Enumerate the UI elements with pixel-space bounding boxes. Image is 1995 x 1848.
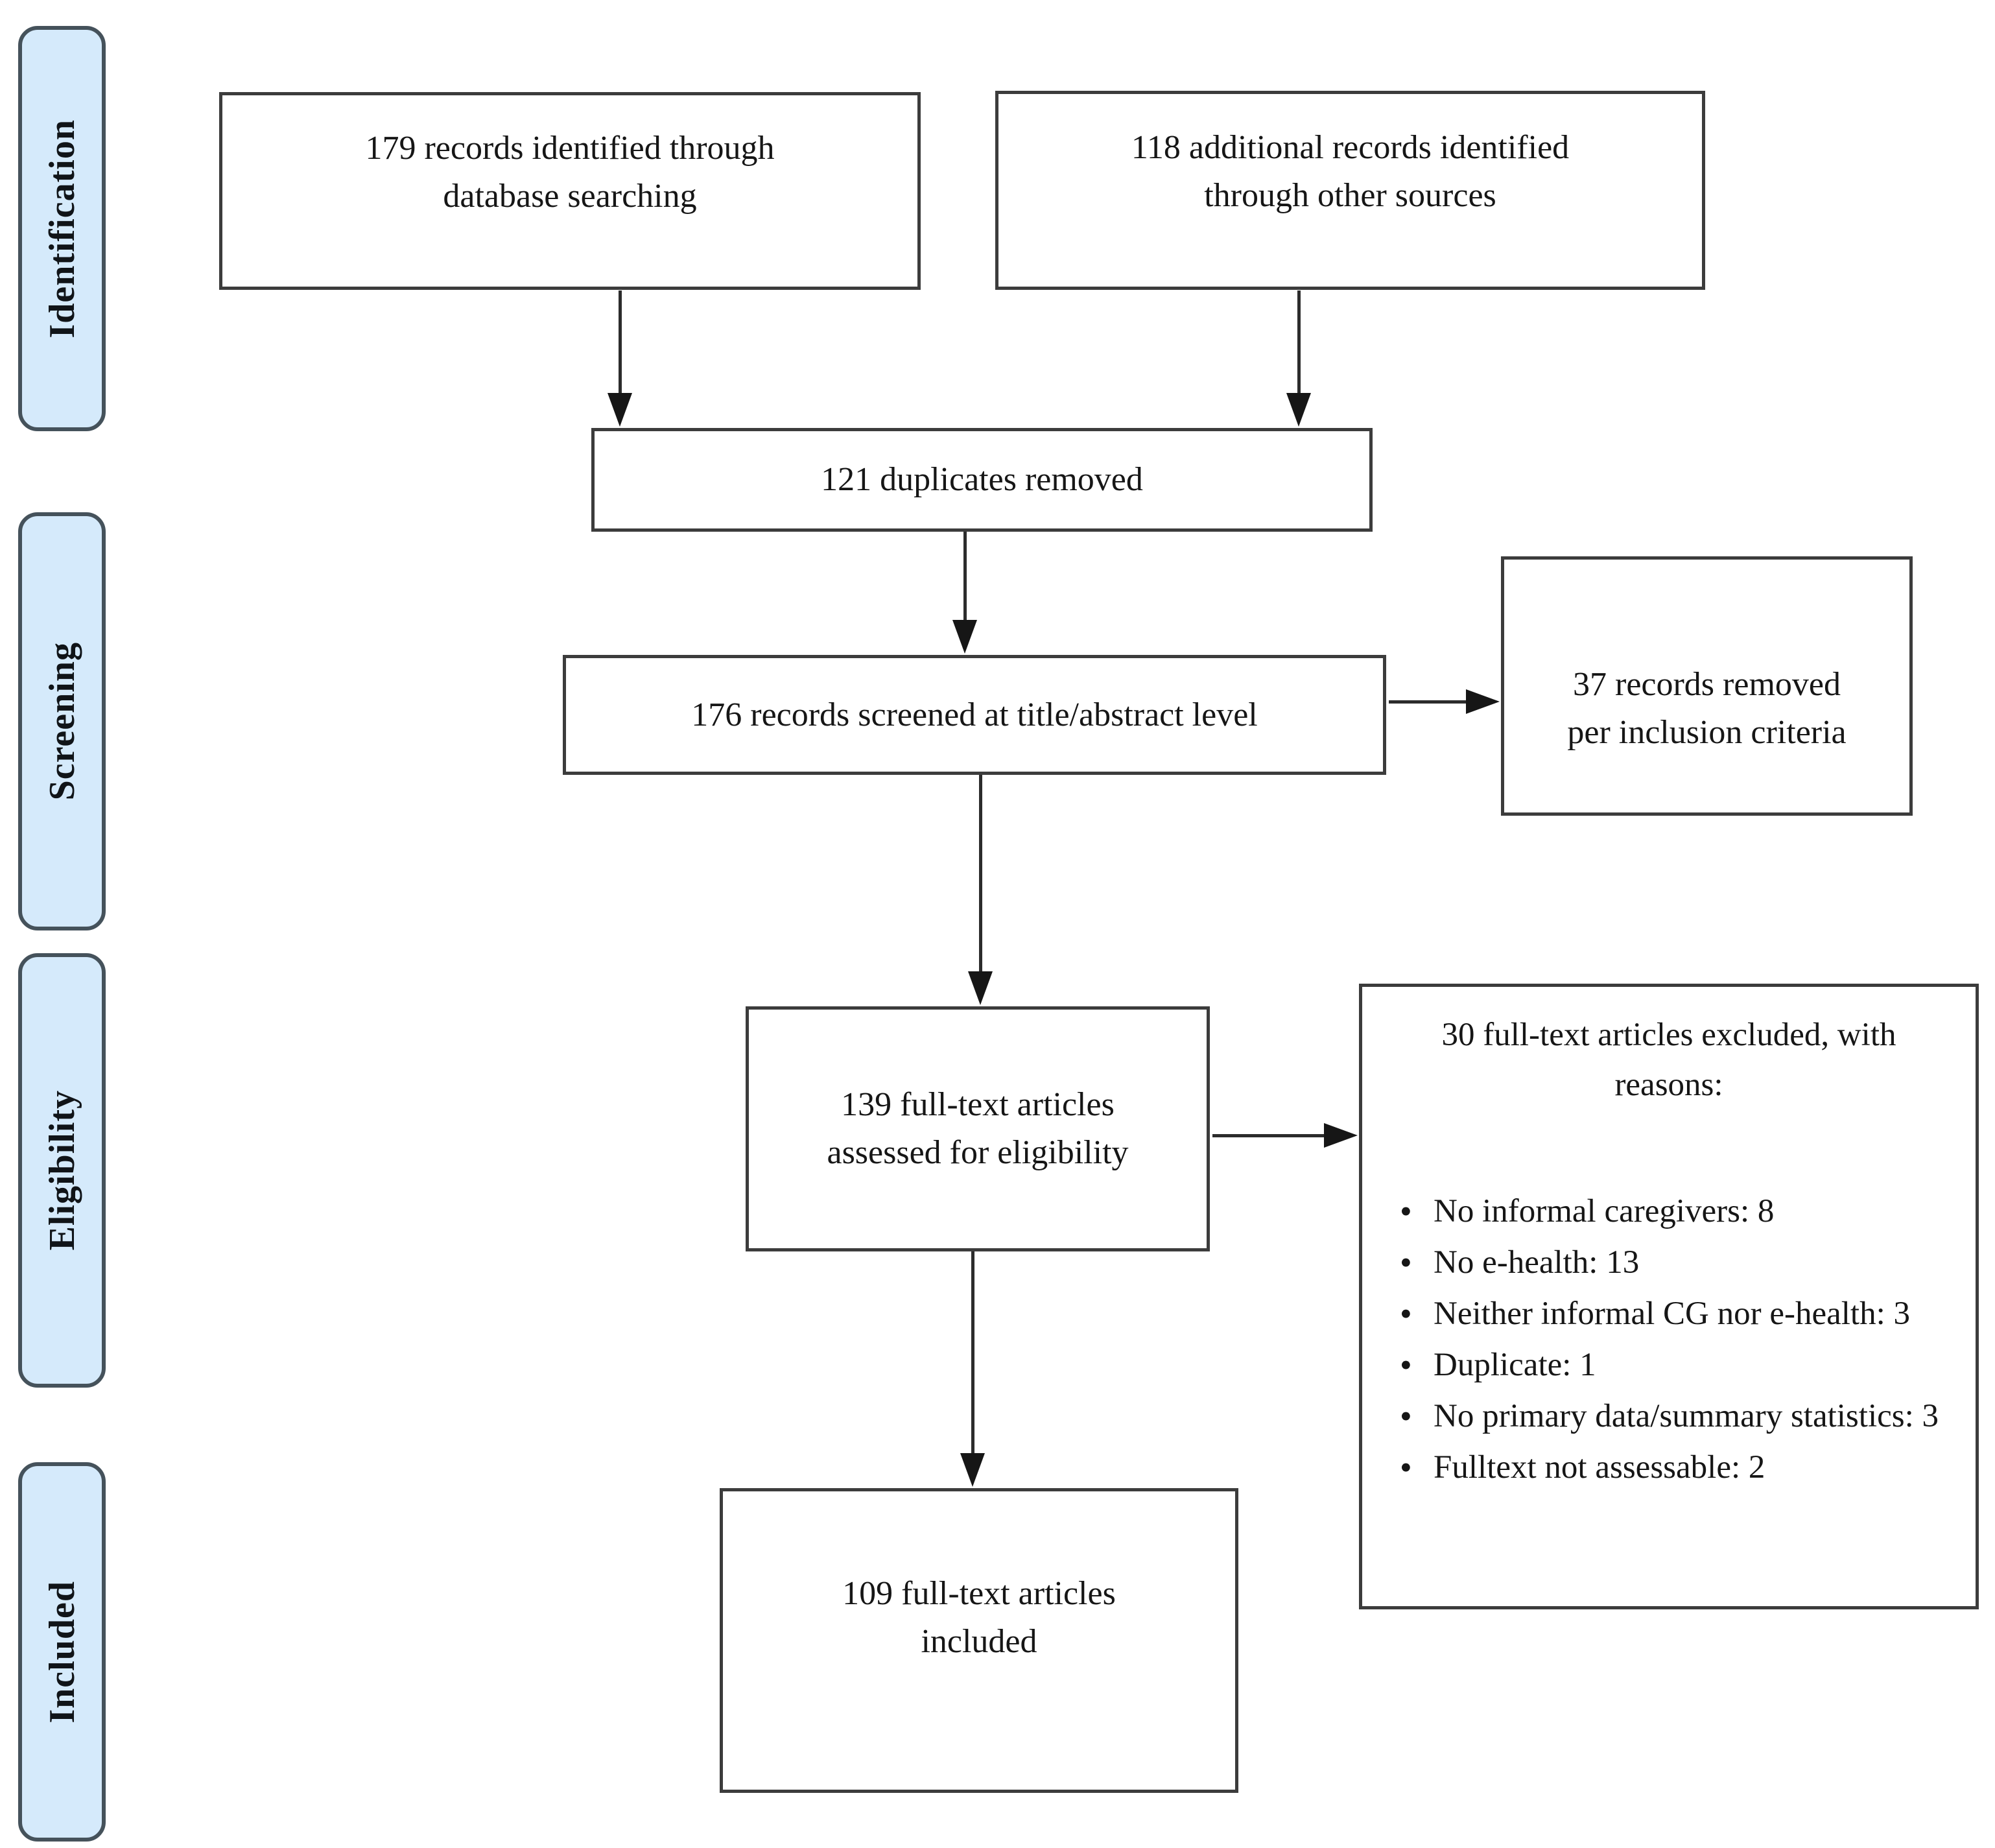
box-duplicates-removed: 121 duplicates removed bbox=[591, 428, 1373, 532]
exclusion-reason: Fulltext not assessable: 2 bbox=[1393, 1441, 1957, 1495]
arrowhead-down-icon bbox=[952, 620, 977, 654]
arrow-shaft bbox=[971, 1251, 974, 1453]
stage-label-eligibility: Eligibility bbox=[18, 953, 106, 1388]
arrow-assessed-to-included bbox=[960, 1251, 985, 1487]
arrow-screened-to-assessed bbox=[968, 775, 993, 1005]
arrowhead-right-icon bbox=[1324, 1123, 1358, 1148]
excluded-reason-list: No informal caregivers: 8 No e-health: 1… bbox=[1362, 1185, 1976, 1495]
arrow-shaft bbox=[1297, 290, 1301, 393]
arrow-shaft bbox=[963, 532, 967, 620]
arrowhead-down-icon bbox=[1286, 393, 1311, 427]
arrow-duplicates-to-screened bbox=[952, 532, 977, 654]
exclusion-reason: No e-health: 13 bbox=[1393, 1236, 1957, 1290]
arrow-shaft bbox=[618, 290, 622, 393]
arrowhead-down-icon bbox=[968, 971, 993, 1005]
arrow-other-to-duplicates bbox=[1286, 290, 1311, 427]
box-records-identified-other: 118 additional records identified throug… bbox=[995, 91, 1705, 290]
stage-label-text: Included bbox=[41, 1580, 82, 1724]
stage-label-text: Identification bbox=[41, 119, 82, 338]
box-records-identified-database: 179 records identified through database … bbox=[219, 92, 921, 290]
arrow-shaft bbox=[978, 775, 982, 971]
stage-label-text: Screening bbox=[41, 642, 82, 801]
arrow-screened-to-removed bbox=[1389, 689, 1500, 714]
box-fulltext-included: 109 full-text articles included bbox=[720, 1488, 1238, 1793]
exclusion-reason: Neither informal CG nor e-health: 3 bbox=[1393, 1287, 1957, 1341]
exclusion-reason: No primary data/summary statistics: 3 bbox=[1393, 1390, 1957, 1443]
arrowhead-down-icon bbox=[608, 393, 632, 427]
arrow-shaft bbox=[1389, 700, 1466, 704]
arrow-database-to-duplicates bbox=[608, 290, 632, 427]
arrowhead-down-icon bbox=[960, 1453, 985, 1487]
arrow-assessed-to-excluded bbox=[1212, 1123, 1358, 1148]
stage-label-screening: Screening bbox=[18, 512, 106, 930]
box-fulltext-excluded-reasons: 30 full-text articles excluded, with rea… bbox=[1359, 984, 1979, 1609]
box-records-screened: 176 records screened at title/abstract l… bbox=[563, 655, 1386, 775]
excluded-header: 30 full-text articles excluded, with rea… bbox=[1441, 1017, 1896, 1103]
exclusion-reason: Duplicate: 1 bbox=[1393, 1338, 1957, 1392]
box-fulltext-assessed: 139 full-text articles assessed for elig… bbox=[746, 1006, 1210, 1251]
arrowhead-right-icon bbox=[1466, 689, 1500, 714]
stage-label-text: Eligibility bbox=[41, 1090, 82, 1251]
exclusion-reason: No informal caregivers: 8 bbox=[1393, 1185, 1957, 1238]
box-records-removed-inclusion: 37 records removed per inclusion criteri… bbox=[1501, 556, 1913, 816]
arrow-shaft bbox=[1212, 1133, 1324, 1137]
stage-label-included: Included bbox=[18, 1462, 106, 1842]
stage-label-identification: Identification bbox=[18, 26, 106, 431]
